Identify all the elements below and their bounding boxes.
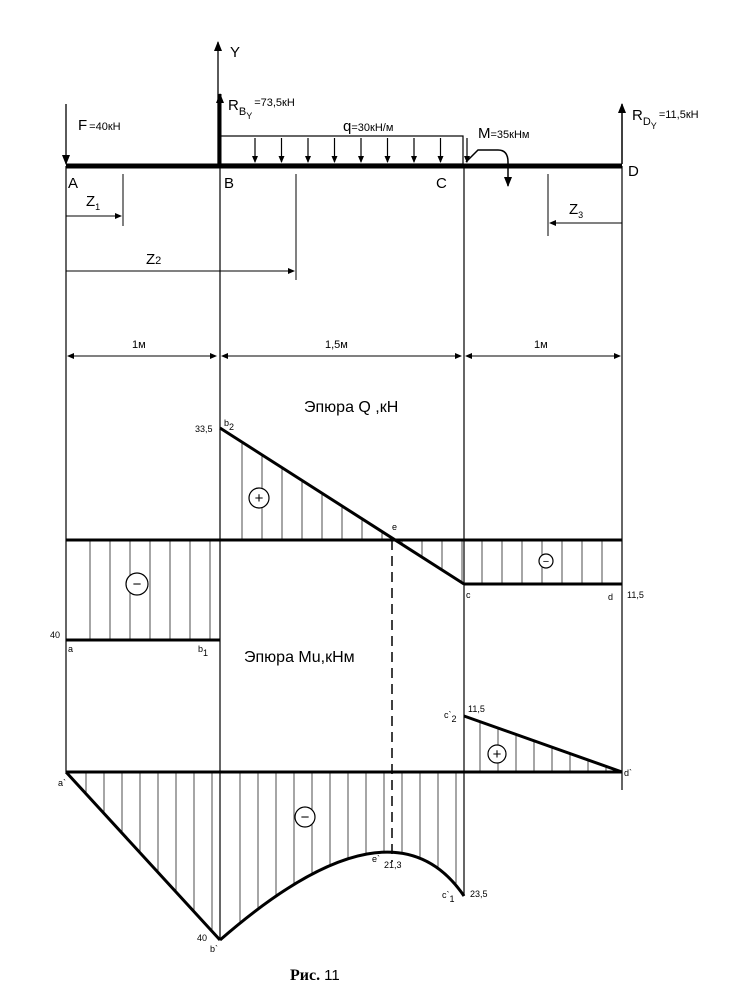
- q-label-a: a: [68, 644, 73, 654]
- m-diagram: Эпюра Mu,кНм a` 40 b` e` 21,3 c`1 23,5 c…: [58, 649, 632, 954]
- moment-label: M=35кНм: [478, 125, 529, 142]
- m-label-c2: c`2: [444, 710, 457, 724]
- m-label-c1: c`1: [442, 890, 455, 904]
- m-value-c1: 23,5: [470, 889, 488, 899]
- m-sign-plus: +: [487, 744, 507, 764]
- point-a-label: A: [68, 175, 78, 192]
- distributed-load-label: q=30кН/м: [343, 118, 393, 135]
- m-label-d: d`: [624, 768, 632, 778]
- svg-text:+: +: [493, 746, 502, 763]
- span-bc-label: 1,5м: [325, 339, 348, 351]
- q-label-c: c: [466, 590, 471, 600]
- beam-scheme: Y F=40кН RBY=73,5кН RDY=11,5кН q=30кН/м …: [62, 41, 699, 359]
- q-sign-plus-bc: +: [248, 487, 270, 509]
- z3-label: Z3: [569, 201, 583, 220]
- force-f-label: F=40кН: [78, 117, 121, 134]
- q-sign-minus-ab: −: [125, 572, 149, 596]
- q-label-e: e: [392, 522, 397, 532]
- point-c-label: C: [436, 175, 447, 192]
- q-line-bc: [219, 426, 465, 586]
- q-diagram: Эпюра Q ,кН 33,5 b2 e 40 a b1 c d 11,5 −…: [50, 399, 644, 658]
- q-value-a: 40: [50, 630, 60, 640]
- point-d-label: D: [628, 163, 639, 180]
- z1-label: Z1: [86, 193, 100, 212]
- m-value-c2: 11,5: [468, 704, 485, 714]
- q-label-b1: b1: [198, 644, 208, 658]
- svg-text:−: −: [133, 576, 142, 593]
- q-sign-minus-cd: −: [538, 553, 554, 569]
- span-ab-label: 1м: [132, 339, 146, 351]
- m-label-b: b`: [210, 944, 218, 954]
- q-label-b2: b2: [224, 418, 234, 432]
- m-line-cd: [463, 714, 623, 774]
- point-b-label: B: [224, 175, 234, 192]
- m-value-b: 40: [197, 933, 207, 943]
- reaction-b-label: RBY=73,5кН: [228, 97, 295, 121]
- q-value-cd: 11,5: [627, 590, 644, 600]
- q-value-b: 33,5: [195, 424, 213, 434]
- q-label-d: d: [608, 592, 613, 602]
- m-label-e: e`: [372, 854, 380, 864]
- moment-arrow: [465, 149, 512, 187]
- m-label-a: a`: [58, 778, 66, 788]
- span-cd-label: 1м: [534, 339, 548, 351]
- m-value-e: 21,3: [384, 860, 402, 870]
- q-diagram-title: Эпюра Q ,кН: [304, 399, 398, 416]
- m-curve-bc: [219, 850, 466, 942]
- z2-label: Z2: [146, 251, 161, 268]
- figure-caption: Рис.11: [290, 967, 340, 984]
- m-diagram-title: Эпюра Mu,кНм: [244, 649, 355, 666]
- reaction-d-label: RDY=11,5кН: [632, 107, 699, 131]
- svg-text:−: −: [301, 809, 310, 826]
- m-line-ab: [64, 770, 222, 942]
- m-hatching: [85, 721, 607, 932]
- y-axis-label: Y: [230, 44, 240, 61]
- m-sign-minus: −: [294, 806, 316, 828]
- svg-text:+: +: [255, 490, 264, 507]
- projection-lines: [65, 166, 623, 940]
- svg-text:−: −: [543, 556, 549, 568]
- distributed-load-frame: [219, 135, 464, 165]
- distributed-load-arrows: [252, 138, 470, 163]
